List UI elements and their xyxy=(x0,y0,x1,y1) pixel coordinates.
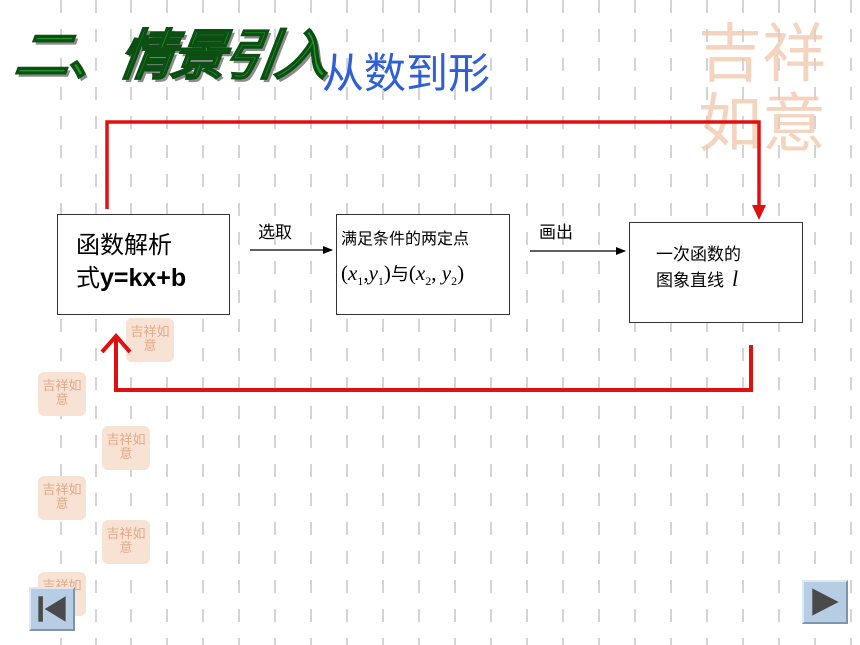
next-slide-button[interactable] xyxy=(802,580,848,624)
line-caption-1: 一次函数的 xyxy=(656,245,741,265)
previous-slide-button[interactable] xyxy=(29,587,75,631)
formula-prefix: 式 xyxy=(76,264,100,292)
edge-label-choose: 选取 xyxy=(258,223,292,243)
seal-watermark: 吉祥如意 xyxy=(126,318,174,362)
formula-expression: y=kx+b xyxy=(100,264,187,292)
seal-watermark: 吉祥如意 xyxy=(102,426,150,470)
node-function-formula: 函数解析 式y=kx+b xyxy=(57,214,230,315)
seal-watermark: 吉祥如意 xyxy=(38,372,86,416)
points-caption: 满足条件的两定点 xyxy=(341,229,470,248)
formula-line1: 函数解析 xyxy=(76,231,172,259)
node-function-graph-line: 一次函数的 图象直线 l xyxy=(629,222,803,323)
edge-label-draw: 画出 xyxy=(539,223,573,243)
line-caption-2: 图象直线 xyxy=(656,271,724,291)
previous-slide-icon xyxy=(38,596,66,622)
seal-watermark-large: 吉祥如意 xyxy=(698,18,826,162)
node-two-points: 满足条件的两定点 (x1,y1)与(x2, y2) xyxy=(336,214,510,315)
section-heading: 二、情景引入 xyxy=(11,23,333,88)
seal-watermark: 吉祥如意 xyxy=(102,520,150,564)
seal-watermark: 吉祥如意 xyxy=(38,476,86,520)
points-coordinates: (x1,y1)与(x2, y2) xyxy=(341,261,465,289)
page-title: 从数到形 xyxy=(322,49,491,98)
line-variable: l xyxy=(732,266,739,291)
next-slide-icon xyxy=(812,588,839,616)
